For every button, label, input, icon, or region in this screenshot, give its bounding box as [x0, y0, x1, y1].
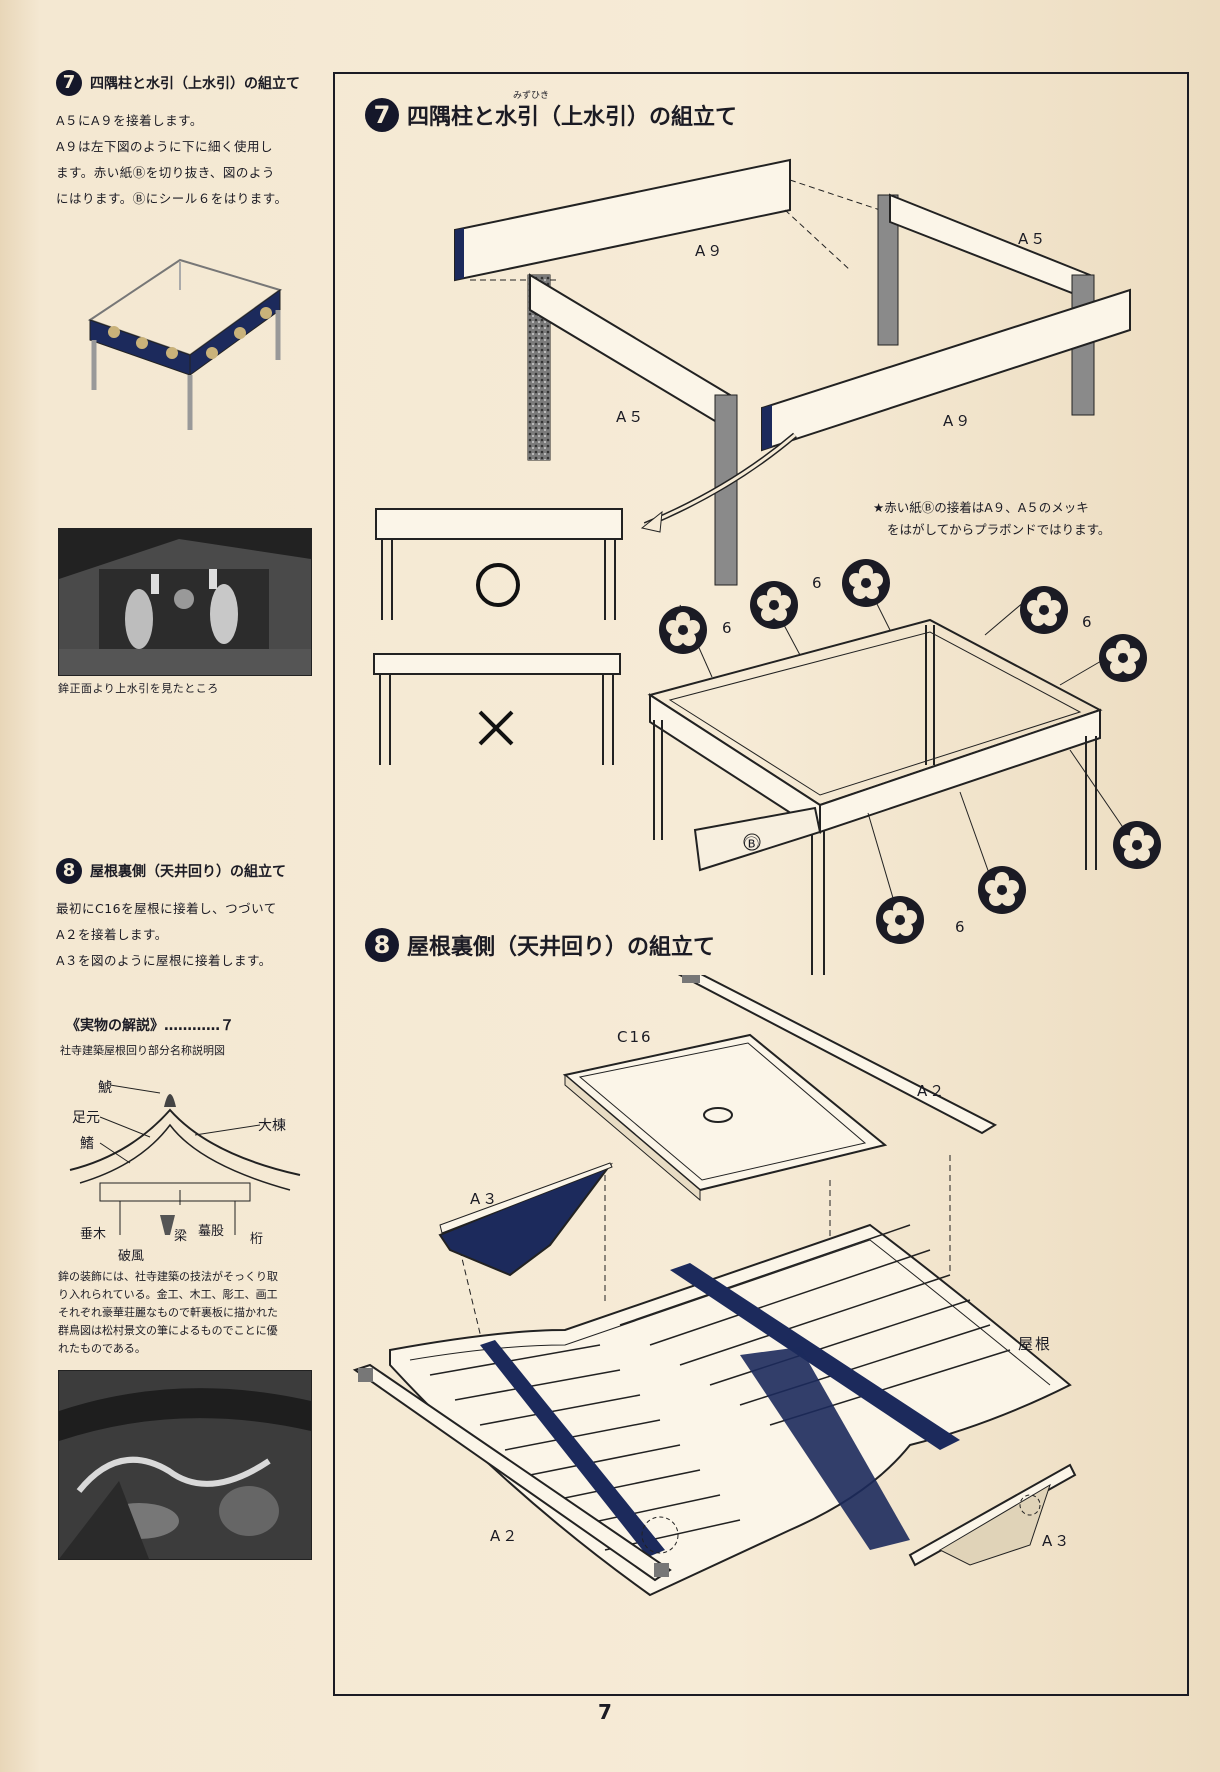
step7-main-number: 7 [365, 98, 399, 132]
step7-side-text: A５にA９を接着します。 A９は左下図のように下に細く使用し ます。赤い紙Ⓑを切… [56, 108, 331, 212]
part-label: 桁 [250, 1232, 264, 1247]
label-a9-front: A９ [943, 412, 973, 430]
seal-sticker [842, 559, 890, 607]
seal-set [659, 559, 1161, 944]
seal-sticker [876, 896, 924, 944]
label-roof: 屋根 [1018, 1335, 1053, 1353]
step7-side-title: 四隅柱と水引（上水引）の組立て [90, 76, 300, 92]
part-label: 大棟 [258, 1118, 286, 1134]
commentary-title: 《実物の解説》…………７ [66, 1018, 234, 1034]
step7-main-title: 四隅柱と水引（上水引）の組立て [407, 105, 738, 130]
seal-label: 6 [722, 619, 734, 637]
roof-exploded-diagram [352, 975, 1077, 1597]
label-a5-left: A５ [616, 408, 646, 426]
frame-exploded-diagram [454, 158, 1131, 586]
step8-side-title: 屋根裏側（天井回り）の組立て [90, 864, 286, 880]
seal-sticker [1099, 634, 1147, 682]
ceiling-detail-photo [58, 1370, 312, 1560]
part-label: 垂木 [80, 1227, 107, 1242]
part-label: 蟇股 [198, 1224, 225, 1239]
step7-ruby: みずひき [513, 91, 550, 101]
seal-label: 6 [1082, 613, 1094, 631]
part-label: 梁 [174, 1229, 188, 1244]
seal-label: 6 [812, 574, 824, 592]
step7-line: A５にA９を接着します。 [56, 113, 203, 128]
commentary-line: れたものである。 [58, 1342, 146, 1355]
seal-label: 6 [955, 918, 967, 936]
main-illustration-frame [333, 72, 1189, 1696]
label-a9-back: A９ [695, 242, 725, 260]
label-a3-right: A３ [1042, 1532, 1072, 1550]
step7-line: ます。赤い紙Ⓑを切り抜き、図のよう [56, 165, 275, 180]
step8-line: A２を接着します。 [56, 927, 168, 942]
part-label: 鯱 [98, 1080, 112, 1096]
label-c16: C16 [617, 1028, 653, 1046]
seal-sticker [978, 866, 1026, 914]
float-front-photo [58, 528, 312, 676]
seal-sticker [1113, 821, 1161, 869]
commentary-line: 群鳥図は松村景文の筆によるものでことに優 [58, 1324, 278, 1337]
correct-orientation-diagram [375, 508, 623, 620]
seal-sticker [659, 606, 707, 654]
assembled-frame-diagram [647, 589, 1136, 975]
seal-sticker [1020, 586, 1068, 634]
step8-line: 最初にC16を屋根に接着し、つづいて [56, 901, 277, 916]
step7-line: A９は左下図のように下に細く使用し [56, 139, 274, 154]
step7-side-heading: 7 四隅柱と水引（上水引）の組立て [56, 70, 331, 96]
note-line: ★赤い紙Ⓑの接着はA９、A５のメッキ [873, 500, 1089, 515]
page-number: 7 [598, 1700, 612, 1724]
label-a2-bottom: A２ [490, 1527, 520, 1545]
glue-note: ★赤い紙Ⓑの接着はA９、A５のメッキ をはがしてからプラボンドではります。 [873, 497, 1110, 541]
part-label: 足元 [72, 1110, 100, 1126]
step8-main-title: 屋根裏側（天井回り）の組立て [407, 935, 716, 960]
note-line: をはがしてからプラボンドではります。 [887, 522, 1111, 537]
frame-preview-illustration [87, 258, 283, 430]
step8-side-text: 最初にC16を屋根に接着し、つづいて A２を接着します。 A３を図のように屋根に… [56, 896, 336, 974]
part-label: 鰭 [80, 1136, 94, 1152]
label-a5-right: A５ [1018, 230, 1048, 248]
step8-line: A３を図のように屋根に接着します。 [56, 953, 272, 968]
step7-side-number: 7 [56, 70, 82, 96]
commentary-line: り入れられている。金工、木工、彫工、画工 [58, 1288, 278, 1301]
step7-main-heading: 7 四隅柱と水引（上水引）の組立て [365, 98, 737, 132]
wrong-orientation-diagram [373, 653, 621, 765]
commentary-subtitle: 社寺建築屋根回り部分名称説明図 [60, 1044, 225, 1057]
temple-roof-diagram [69, 1084, 301, 1235]
left-column: 7 四隅柱と水引（上水引）の組立て A５にA９を接着します。 A９は左下図のよう… [56, 70, 331, 212]
photo1-caption: 鉾正面より上水引を見たところ [58, 682, 219, 695]
step8-main-number: 8 [365, 928, 399, 962]
step8-side-block: 8 屋根裏側（天井回り）の組立て 最初にC16を屋根に接着し、つづいて A２を接… [56, 858, 336, 974]
label-b-strip: Ⓑ [744, 835, 762, 853]
step8-side-number: 8 [56, 858, 82, 884]
commentary-text: 鉾の装飾には、社寺建築の技法がそっくり取 り入れられている。金工、木工、彫工、画… [58, 1268, 318, 1358]
step8-side-heading: 8 屋根裏側（天井回り）の組立て [56, 858, 336, 884]
seal-sticker [750, 581, 798, 629]
commentary-line: それぞれ豪華荘麗なもので軒裏板に描かれた [58, 1306, 278, 1319]
step8-main-heading: 8 屋根裏側（天井回り）の組立て [365, 928, 715, 962]
part-label: 破風 [118, 1249, 145, 1264]
commentary-line: 鉾の装飾には、社寺建築の技法がそっくり取 [58, 1270, 278, 1283]
step7-line: にはります。Ⓑにシール６をはります。 [56, 191, 288, 206]
label-a2-top: A２ [917, 1082, 947, 1100]
label-a3-left: A３ [470, 1190, 500, 1208]
